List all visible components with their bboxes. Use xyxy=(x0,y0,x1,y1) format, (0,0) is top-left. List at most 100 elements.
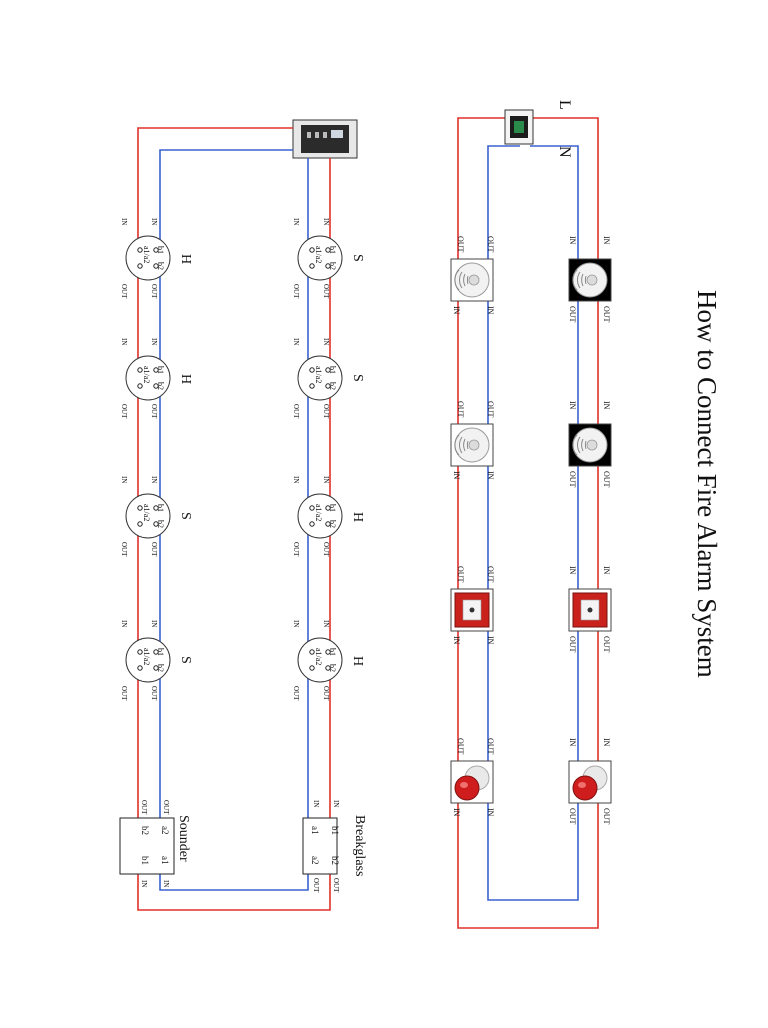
detector-type-letter: H xyxy=(178,254,193,264)
in-label: IN xyxy=(292,620,300,627)
smoke-detector-icon xyxy=(568,423,612,467)
breakglass-name: Breakglass xyxy=(352,815,367,876)
sounder-name: Sounder xyxy=(176,815,191,862)
manual-call-point-icon xyxy=(450,588,494,632)
out-label: OUT xyxy=(140,800,148,815)
breakglass-terminal-b1: b1 xyxy=(330,826,340,835)
manual-call-point-icon xyxy=(568,588,612,632)
in-label: IN xyxy=(602,566,611,575)
terminal-a-label: a1/a2 xyxy=(314,648,323,665)
out-label: OUT xyxy=(602,471,611,488)
terminal-b1-label: b1 xyxy=(328,648,337,656)
terminal-a-label: a1/a2 xyxy=(142,366,151,383)
out-label: OUT xyxy=(322,404,330,419)
detector-type-letter: S xyxy=(178,656,193,664)
page-title: How to Connect Fire Alarm System xyxy=(692,290,722,678)
terminal-a-label: a1/a2 xyxy=(142,648,151,665)
in-label: IN xyxy=(452,306,461,315)
heat-detector-icon xyxy=(450,258,494,302)
terminal-b1-label: b1 xyxy=(156,504,165,512)
out-label: OUT xyxy=(602,306,611,323)
terminal-b2-label: b2 xyxy=(328,382,337,390)
terminal-b2-label: b2 xyxy=(156,664,165,672)
out-label: OUT xyxy=(568,471,577,488)
terminal-b1-label: b1 xyxy=(156,366,165,374)
in-label: IN xyxy=(486,306,495,315)
in-label: IN xyxy=(322,620,330,627)
sounder-beacon-icon xyxy=(568,760,612,804)
out-label: OUT xyxy=(486,236,495,253)
out-label: OUT xyxy=(322,686,330,701)
out-label: OUT xyxy=(456,401,465,418)
out-label: OUT xyxy=(602,808,611,825)
in-label: IN xyxy=(120,218,128,225)
in-label: IN xyxy=(332,800,340,807)
out-label: OUT xyxy=(456,236,465,253)
terminal-b1-label: b1 xyxy=(328,246,337,254)
terminal-b2-label: b2 xyxy=(156,262,165,270)
in-label: IN xyxy=(568,566,577,575)
detector-type-letter: S xyxy=(350,374,365,382)
heat-detector-icon xyxy=(568,258,612,302)
out-label: OUT xyxy=(150,686,158,701)
in-label: IN xyxy=(322,338,330,345)
in-label: IN xyxy=(150,476,158,483)
out-label: OUT xyxy=(292,686,300,701)
out-label: OUT xyxy=(456,738,465,755)
in-label: IN xyxy=(292,338,300,345)
out-label: OUT xyxy=(332,878,340,893)
in-label: IN xyxy=(486,471,495,480)
out-label: OUT xyxy=(486,566,495,583)
in-label: IN xyxy=(292,476,300,483)
power-switch-icon xyxy=(504,109,534,145)
in-label: IN xyxy=(312,800,320,807)
in-label: IN xyxy=(568,401,577,410)
breakglass-terminal-b2: b2 xyxy=(330,856,340,865)
breakglass-terminal-a2: a2 xyxy=(310,856,320,865)
in-label: IN xyxy=(452,471,461,480)
out-label: OUT xyxy=(292,284,300,299)
sounder-terminal-a1: a1 xyxy=(160,856,170,865)
live-wire-loop xyxy=(457,117,599,929)
in-label: IN xyxy=(150,218,158,225)
smoke-detector-icon xyxy=(450,423,494,467)
out-label: OUT xyxy=(120,542,128,557)
in-label: IN xyxy=(322,218,330,225)
in-label: IN xyxy=(602,738,611,747)
terminal-a-label: a1/a2 xyxy=(142,504,151,521)
in-label: IN xyxy=(486,636,495,645)
in-label: IN xyxy=(486,808,495,817)
sounder-beacon-icon xyxy=(450,760,494,804)
in-label: IN xyxy=(322,476,330,483)
out-label: OUT xyxy=(150,284,158,299)
out-label: OUT xyxy=(602,636,611,653)
in-label: IN xyxy=(162,880,170,887)
breakglass-terminal-a1: a1 xyxy=(310,826,320,835)
out-label: OUT xyxy=(120,686,128,701)
neutral-wire-loop xyxy=(487,145,579,901)
out-label: OUT xyxy=(312,878,320,893)
sounder-terminal-b1: b1 xyxy=(140,856,150,865)
out-label: OUT xyxy=(568,636,577,653)
in-label: IN xyxy=(120,338,128,345)
in-label: IN xyxy=(568,236,577,245)
out-label: OUT xyxy=(568,808,577,825)
sounder-terminal-b2: b2 xyxy=(140,826,150,835)
neutral-label: N xyxy=(556,146,573,158)
terminal-a-label: a1/a2 xyxy=(314,246,323,263)
terminal-a-label: a1/a2 xyxy=(314,366,323,383)
terminal-b1-label: b1 xyxy=(328,504,337,512)
out-label: OUT xyxy=(292,542,300,557)
out-label: OUT xyxy=(322,284,330,299)
terminal-b1-label: b1 xyxy=(156,246,165,254)
detector-type-letter: S xyxy=(178,512,193,520)
out-label: OUT xyxy=(150,404,158,419)
